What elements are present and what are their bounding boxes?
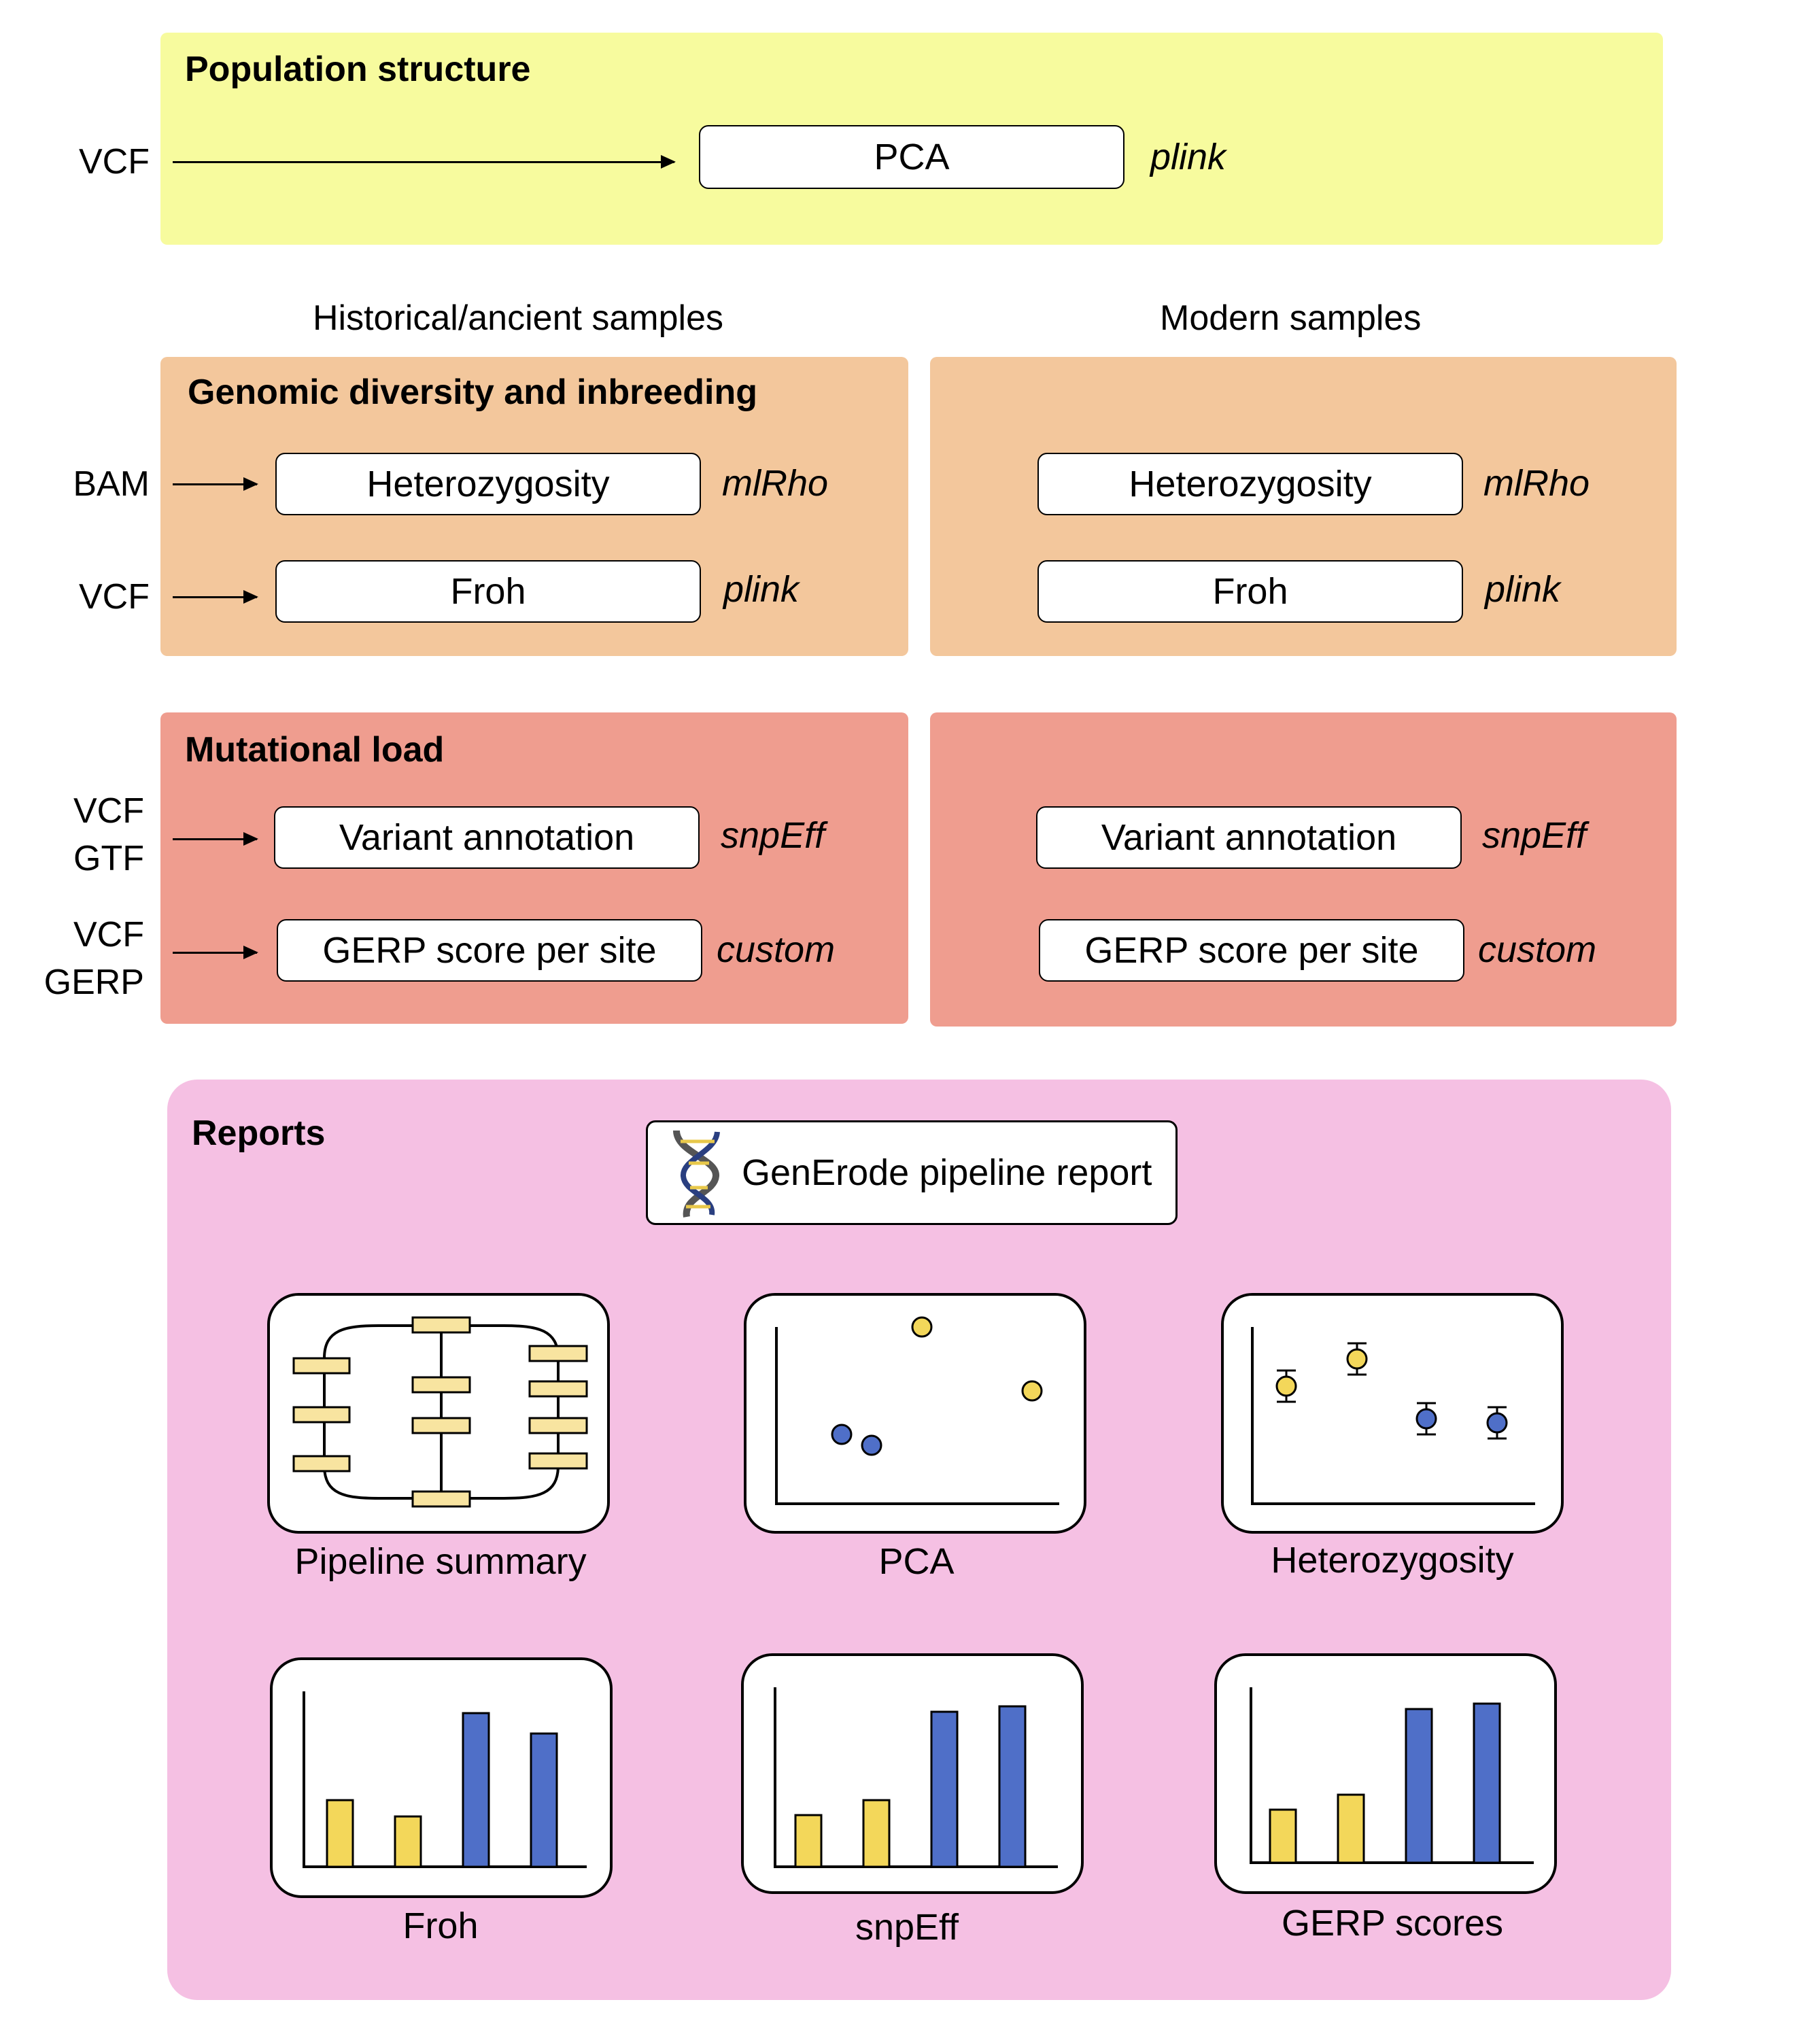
snpeff-tool-historical: snpEff (721, 815, 825, 856)
historical-samples-header: Historical/ancient samples (313, 298, 724, 338)
froh-caption: Froh (402, 1906, 479, 1946)
heterozygosity-step-modern: Heterozygosity (1037, 453, 1463, 515)
load-title: Mutational load (185, 730, 445, 770)
diversity-arrow-2 (173, 590, 258, 604)
load-input-vcf-2: VCF (73, 915, 144, 954)
heterozygosity-step-historical: Heterozygosity (275, 453, 701, 515)
diversity-input-vcf: VCF (79, 577, 150, 617)
generode-report-box: GenErode pipeline report (646, 1120, 1178, 1225)
diversity-arrow-1 (173, 477, 258, 491)
pipeline-summary-caption: Pipeline summary (294, 1541, 587, 1582)
load-arrow-1 (173, 832, 258, 846)
pca-scatter-icon (775, 1316, 1059, 1505)
froh-bar-icon (303, 1691, 587, 1868)
froh-card (270, 1657, 613, 1898)
plink-tool-modern: plink (1485, 569, 1561, 610)
snpeff-card (741, 1653, 1084, 1894)
pipeline-flow-icon (292, 1316, 588, 1508)
custom-tool-historical: custom (717, 929, 836, 970)
snpeff-caption: snpEff (855, 1907, 959, 1948)
heterozygosity-card (1221, 1293, 1564, 1534)
snpeff-tool-modern: snpEff (1482, 815, 1587, 856)
reports-title: Reports (192, 1114, 326, 1153)
generode-logo-icon (673, 1130, 720, 1218)
froh-step-modern: Froh (1037, 560, 1463, 623)
pipeline-summary-card (267, 1293, 610, 1534)
population-arrow (173, 155, 676, 169)
pca-caption: PCA (878, 1541, 955, 1582)
gerp-step-historical: GERP score per site (277, 919, 702, 982)
modern-samples-header: Modern samples (1160, 298, 1422, 338)
variant-annotation-step-historical: Variant annotation (274, 806, 700, 869)
gerp-bar-icon (1250, 1687, 1534, 1864)
mlrho-tool-historical: mlRho (722, 463, 829, 504)
population-structure-title: Population structure (185, 50, 531, 89)
load-input-vcf-1: VCF (73, 791, 144, 831)
froh-step-historical: Froh (275, 560, 701, 623)
gerp-scores-caption: GERP scores (1281, 1903, 1504, 1944)
pca-card (744, 1293, 1086, 1534)
load-input-gerp: GERP (44, 963, 144, 1002)
load-input-gtf: GTF (73, 839, 144, 878)
diversity-input-bam: BAM (73, 464, 150, 504)
population-input-label: VCF (79, 142, 150, 182)
load-arrow-2 (173, 946, 258, 959)
report-name-label: GenErode pipeline report (742, 1152, 1152, 1193)
snpeff-bar-icon (774, 1687, 1058, 1868)
custom-tool-modern: custom (1478, 929, 1597, 970)
mlrho-tool-modern: mlRho (1483, 463, 1590, 504)
diversity-title: Genomic diversity and inbreeding (188, 373, 757, 412)
heterozygosity-errorbar-icon (1251, 1327, 1535, 1505)
heterozygosity-caption: Heterozygosity (1271, 1540, 1514, 1581)
variant-annotation-step-modern: Variant annotation (1036, 806, 1462, 869)
gerp-scores-card (1214, 1653, 1557, 1894)
pca-tool-label: plink (1150, 137, 1226, 177)
gerp-step-modern: GERP score per site (1039, 919, 1464, 982)
plink-tool-historical: plink (723, 569, 800, 610)
pca-step-box: PCA (699, 125, 1124, 189)
